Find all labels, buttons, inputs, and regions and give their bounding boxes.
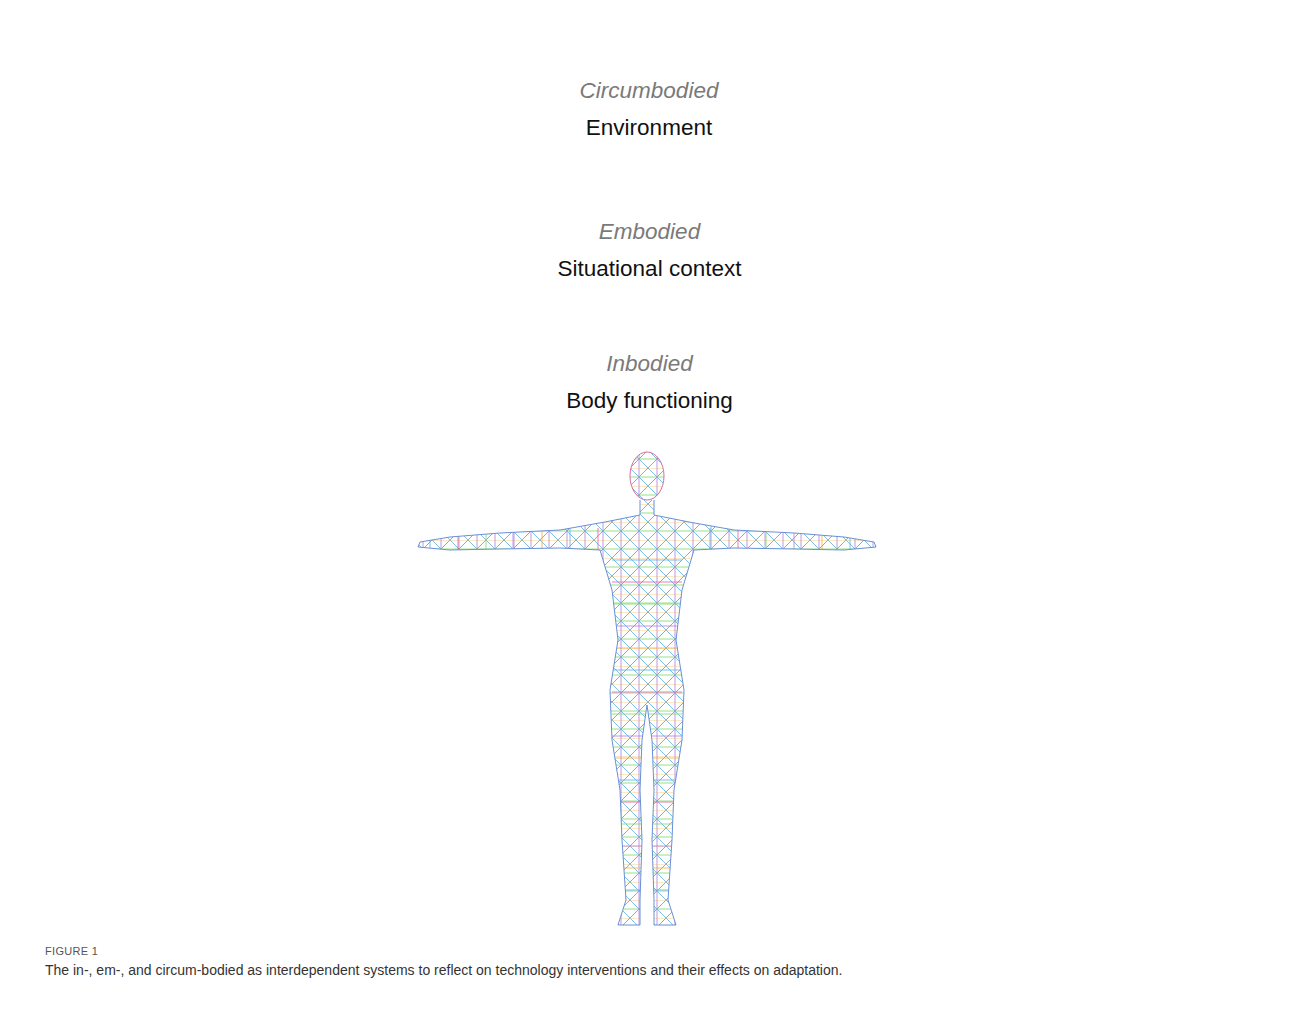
dashed-ellipse xyxy=(207,180,1092,937)
system-name: Embodied xyxy=(207,213,1092,250)
system-description: Situational context xyxy=(207,250,1092,287)
inbodied-ellipse: InbodiedBody functioning xyxy=(375,315,924,937)
system-description: Body functioning xyxy=(375,382,924,419)
system-name: Circumbodied xyxy=(45,72,1253,109)
figure-caption: The in-, em-, and circum-bodied as inter… xyxy=(45,962,1245,978)
system-name: Inbodied xyxy=(375,345,924,382)
dashed-ellipse xyxy=(45,42,1253,937)
embodied-ellipse: EmbodiedSituational contextInbodiedBody … xyxy=(207,180,1092,937)
circumbodied-ellipse: CircumbodiedEnvironmentEmbodiedSituation… xyxy=(45,42,1253,937)
figure-number: FIGURE 1 xyxy=(45,945,98,957)
system-description: Environment xyxy=(45,109,1253,146)
